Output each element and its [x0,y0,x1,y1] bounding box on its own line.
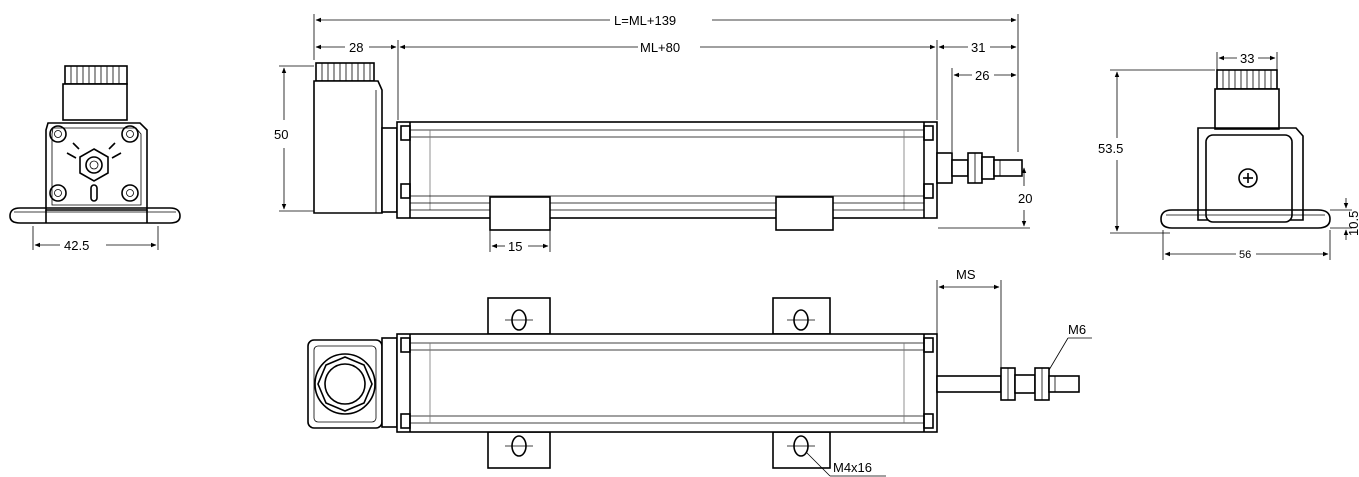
left-end-view [9,65,181,224]
connector-length-label: 28 [349,40,363,55]
clamp-width-label: 15 [508,239,522,254]
right-view-top-width-label: 33 [1240,51,1254,66]
mounting-hole [505,309,815,457]
side-view [313,62,1023,231]
right-view-dimensions: 33 53.5 56 10.5 [1098,51,1359,261]
rod-end-length-label: 31 [971,40,985,55]
left-view-width-label: 42.5 [64,238,89,253]
right-end-view [1160,69,1331,229]
rod-height-label: 20 [1018,191,1032,206]
total-length-label: L=ML+139 [614,13,676,28]
body-length-label: ML+80 [640,40,680,55]
top-view-dimensions: MS M6 M4x16 [805,267,1092,477]
thread-label: M6 [1068,322,1086,337]
top-view [307,297,1080,469]
rod-tip-length-label: 26 [975,68,989,83]
stroke-label: MS [956,267,976,282]
right-view-base-height-label: 10.5 [1346,211,1359,236]
side-view-dimensions: L=ML+139 28 ML+80 31 26 50 20 [274,13,1032,254]
left-view-width-dimension: 42.5 [32,226,159,253]
right-view-base-width-label: 56 [1239,249,1251,261]
screw-label: M4x16 [833,460,872,475]
height-label: 50 [274,127,288,142]
right-view-height-label: 53.5 [1098,141,1123,156]
